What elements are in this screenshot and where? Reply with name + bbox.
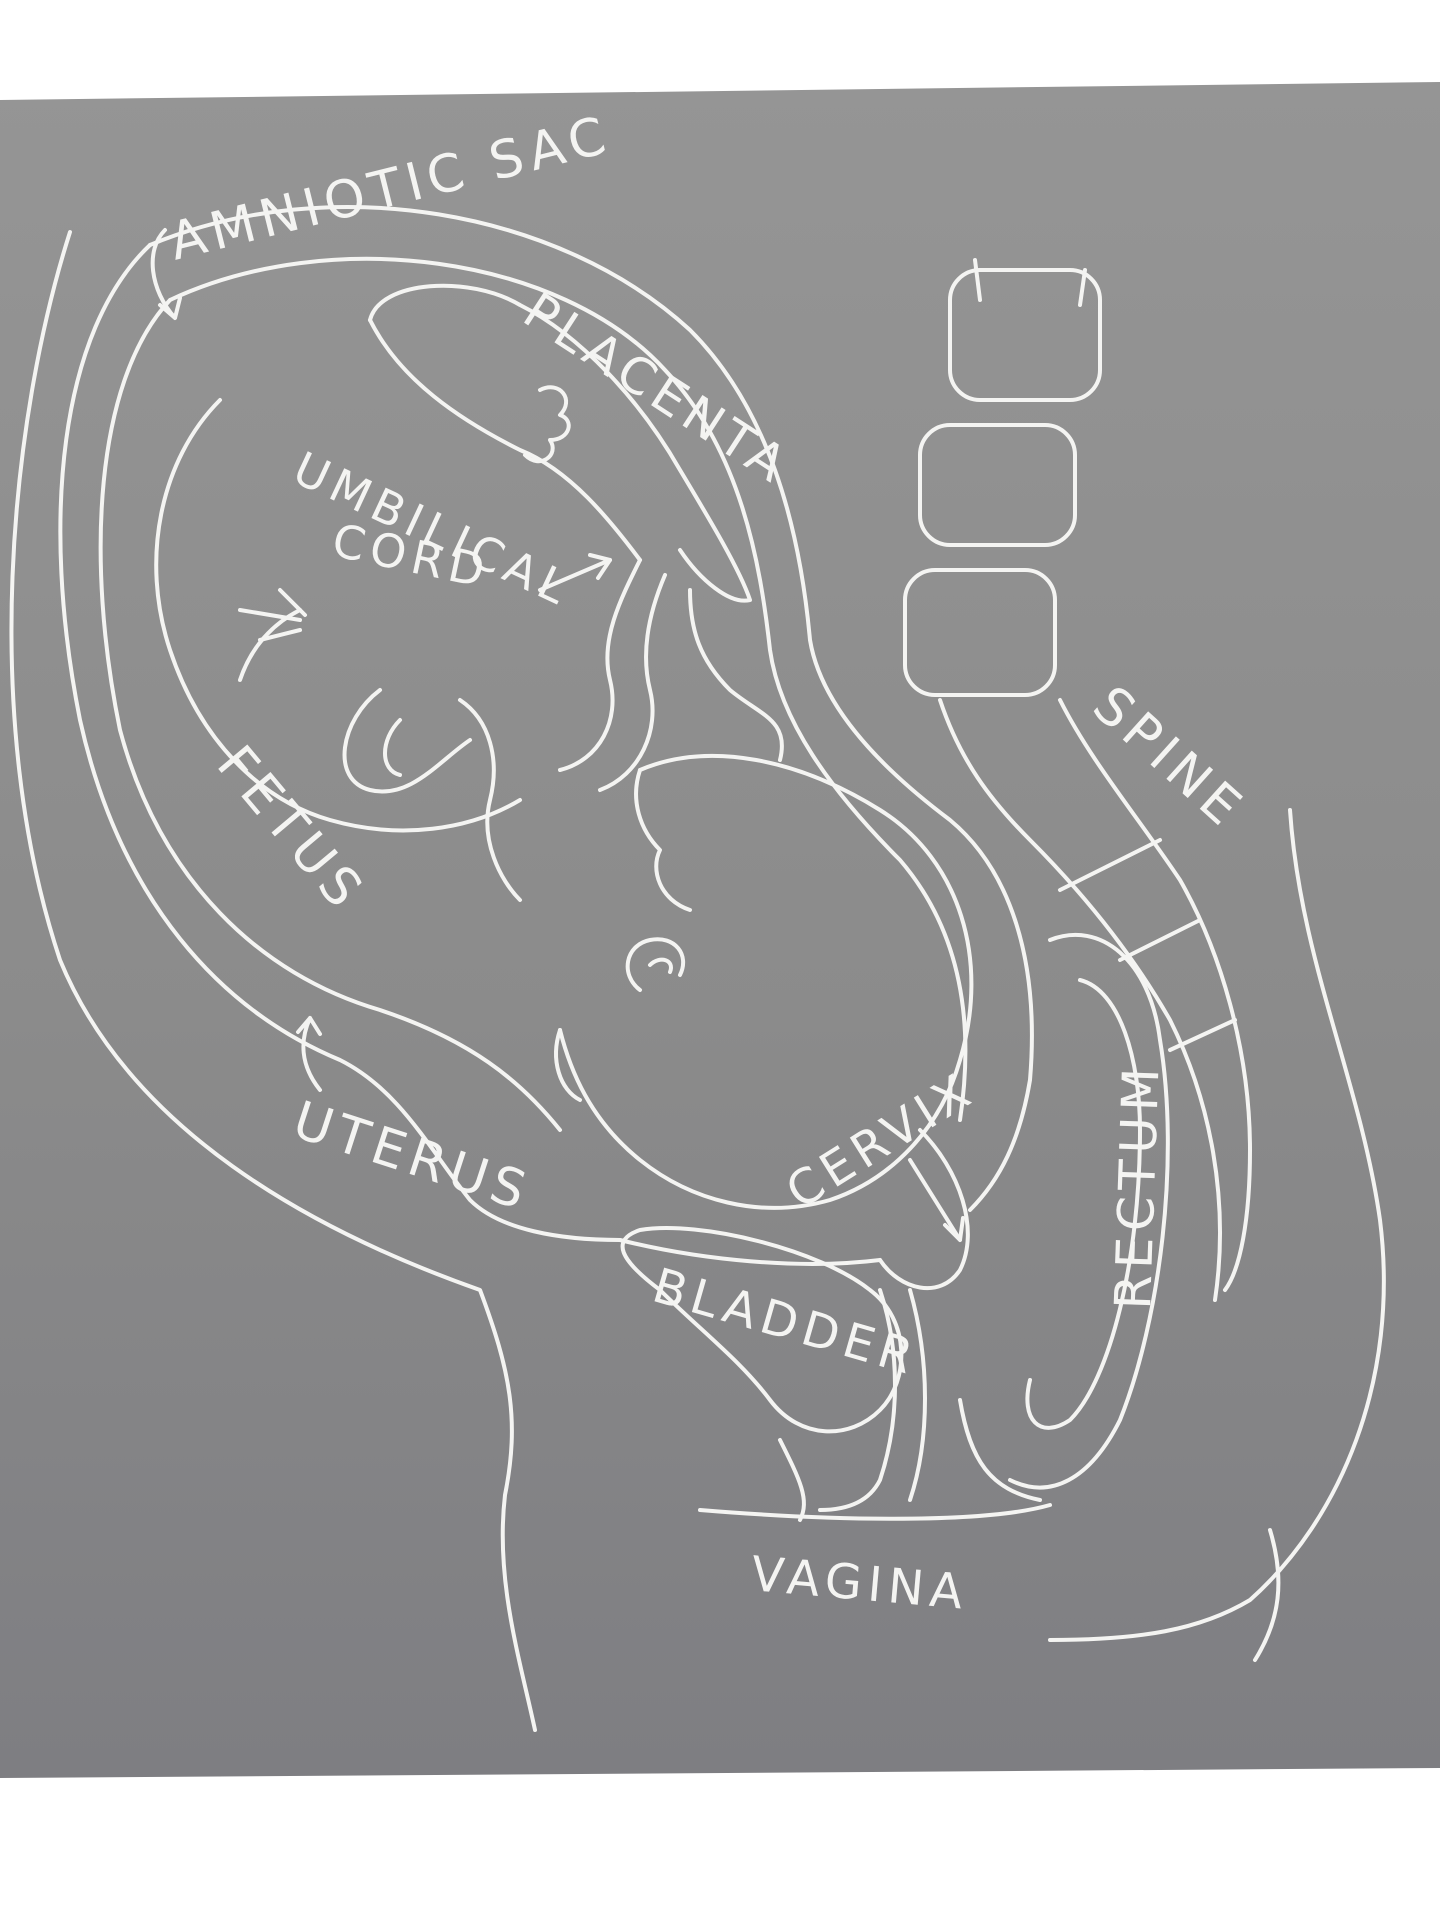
fetus-leg [342,688,472,794]
perineum-line [698,1503,1052,1521]
buttock-line [1253,1528,1281,1662]
placenta-outline [368,283,752,603]
uterus-outer-wall-left [58,243,622,1242]
vagina-wall-1 [818,1288,897,1512]
board-background [0,82,1440,1778]
amniotic-sac-line [168,256,968,1122]
fetus-back [154,398,522,833]
amniotic-arrow [150,228,182,320]
body-outline-left [9,230,537,1732]
fetus-chin [554,1028,582,1102]
fetus-ear-inner [648,957,673,974]
placenta-cotyledon [523,385,571,464]
sacrum-seg-1 [1058,838,1162,892]
vertebra-2 [918,423,1077,547]
fetus-ear [625,937,686,992]
cervix-arrow-head [943,1216,965,1242]
spine-sacrum-outer [938,698,1222,1302]
amniotic-sac-line-left [98,298,562,1132]
bladder-outline [620,1226,904,1434]
fetus-head [558,753,974,1210]
umbilical-arrow [538,558,612,592]
uterus-arrow [296,1016,322,1092]
cervix-outline [878,1128,970,1290]
vagina-wall-2 [908,1288,927,1502]
sacrum-seg-2 [1118,918,1202,962]
vertebra-3 [903,568,1057,697]
label-rectum: RECTUM [1104,1061,1171,1310]
cervix-arrow [908,1158,962,1242]
spine-top-stub [973,258,1087,307]
vagina-wall-3 [778,1438,806,1522]
rectum-inner [1025,978,1142,1430]
fetus-belly [458,698,522,902]
rectum-lower [958,1398,1042,1502]
body-outline-right [1048,808,1386,1642]
spine-sacrum-inner [1058,698,1252,1292]
uterus-outer-wall [148,205,1034,1212]
umbilical-cord-a [558,558,642,772]
diagram-lines [9,205,1386,1732]
umbilical-cord-b [598,573,667,792]
lower-uterus [618,1238,882,1266]
fetus-leg-inner [383,718,402,777]
sacrum-seg-3 [1168,1018,1237,1052]
vertebra-1 [948,268,1102,402]
fetus-face [634,768,692,912]
umbilical-cord-c [688,588,784,762]
placenta-inner [368,318,642,562]
fetus-arm-fingers [238,588,307,642]
umbilical-arrow-head [588,553,612,580]
